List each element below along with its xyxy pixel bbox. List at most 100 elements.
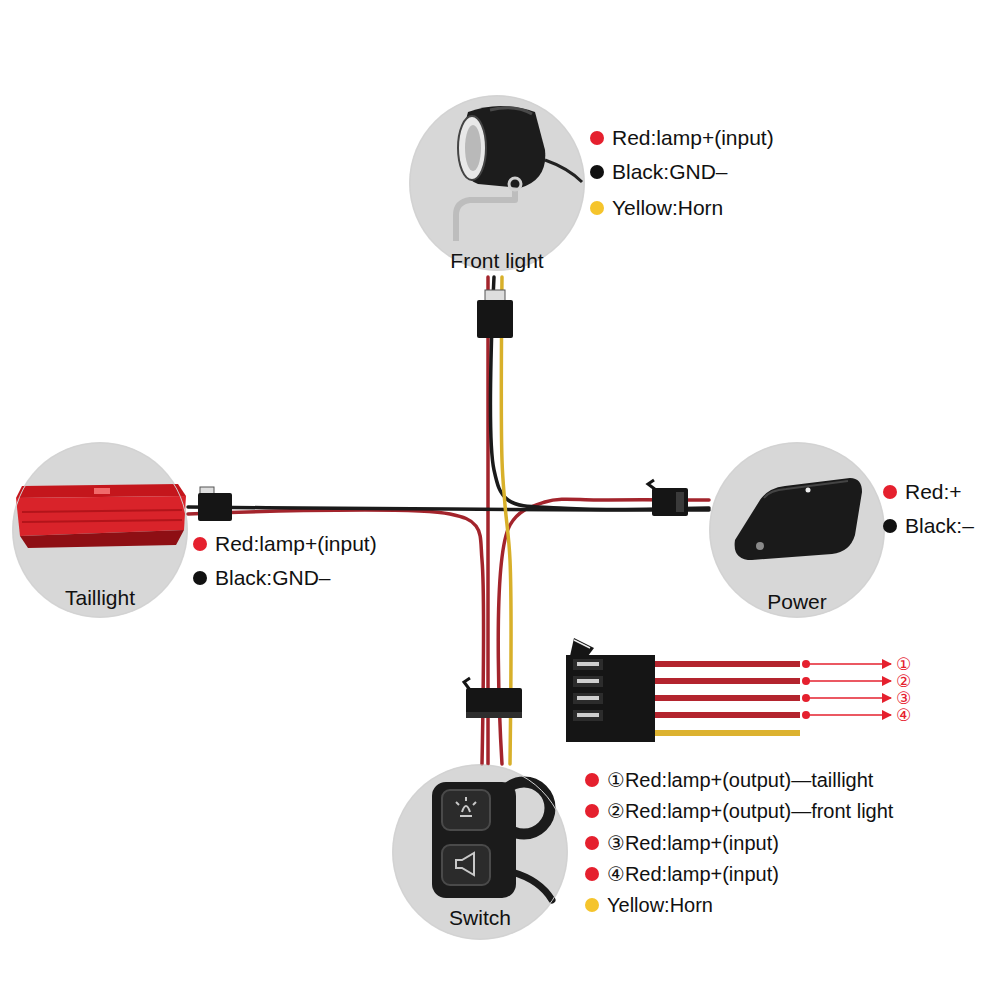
reflector-glint — [94, 488, 110, 494]
reflector-top — [16, 484, 186, 498]
plug-housing — [198, 493, 232, 521]
wire-description: Red:+ — [905, 480, 962, 504]
wire-description: Red:lamp+(input) — [215, 532, 377, 556]
wire-color-key: ③Red:lamp+(input) — [585, 831, 779, 855]
switch-cable — [512, 872, 552, 900]
photo-disk — [392, 764, 568, 940]
wire-color-key: Red:lamp+(input) — [590, 126, 774, 150]
red-wire — [650, 678, 800, 684]
plug-housing — [652, 488, 688, 516]
color-dot — [585, 836, 599, 850]
plug-housing — [477, 300, 513, 338]
wire-color-key: ④Red:lamp+(input) — [585, 862, 779, 886]
color-dot — [585, 898, 599, 912]
wire-color-key: ①Red:lamp+(output)—taillight — [585, 768, 873, 792]
component-circle: Switch — [392, 764, 568, 940]
color-dot — [585, 867, 599, 881]
red-wire — [650, 712, 800, 718]
wire-description: ④Red:lamp+(input) — [607, 862, 779, 886]
color-dot — [590, 201, 604, 215]
wire-description: ①Red:lamp+(output)—taillight — [607, 768, 873, 792]
harness-wire — [498, 499, 709, 764]
component-circle: Front light — [409, 95, 585, 277]
callout-arrows — [808, 664, 891, 715]
color-dot — [193, 571, 207, 585]
color-dot — [585, 804, 599, 818]
reflector-face — [16, 496, 186, 536]
plug-housing — [466, 688, 522, 718]
lamp-cable — [545, 160, 582, 182]
color-dot — [883, 485, 897, 499]
closeup-wires — [650, 664, 800, 733]
wire-description: Black:– — [905, 514, 974, 538]
latch-edge — [574, 640, 590, 648]
wire-description: ②Red:lamp+(output)—front light — [607, 799, 893, 823]
wire-description: Yellow:Horn — [607, 893, 713, 917]
reflector-ridge — [22, 520, 182, 522]
battery-highlight — [764, 481, 848, 498]
lamp-highlight — [490, 108, 532, 114]
component-name: Power — [709, 590, 885, 614]
wire-description: ③Red:lamp+(input) — [607, 831, 779, 855]
harness-wire — [490, 277, 709, 509]
yellow-wire — [650, 730, 800, 736]
connector-closeup — [566, 638, 891, 742]
component-circle: Power — [709, 442, 885, 618]
wire-color-key: Yellow:Horn — [590, 196, 723, 220]
callout-number: ③ — [896, 689, 911, 707]
horn-icon — [456, 853, 474, 875]
color-dot — [590, 131, 604, 145]
closeup-latch — [570, 638, 594, 656]
light-button — [442, 790, 490, 830]
callout-number: ④ — [896, 706, 911, 724]
wire-end-dots — [802, 660, 810, 719]
lamp-body — [458, 106, 545, 188]
harness-wire — [188, 507, 709, 510]
photo-disk — [709, 442, 885, 618]
plug-collar — [676, 492, 684, 512]
taillight-picture — [16, 484, 186, 548]
wire-color-key: Black:GND– — [590, 160, 728, 184]
wire-color-key: ②Red:lamp+(output)—front light — [585, 799, 893, 823]
color-dot — [585, 773, 599, 787]
color-dot — [193, 537, 207, 551]
harness-wire — [188, 510, 484, 764]
color-dot — [590, 165, 604, 179]
wire-color-key: Yellow:Horn — [585, 893, 713, 917]
wire-color-key: Red:+ — [883, 480, 962, 504]
battery-body — [735, 478, 862, 560]
light-icon — [456, 797, 476, 816]
photo-disk — [12, 442, 188, 618]
color-dot — [883, 519, 897, 533]
plug-collar — [466, 712, 522, 718]
component-name: Taillight — [12, 586, 188, 610]
wire-description: Black:GND– — [215, 566, 331, 590]
callout-number: ① — [896, 655, 911, 673]
lamp-lens-inner — [465, 125, 481, 171]
lamp-bracket — [456, 186, 515, 241]
switch-picture — [432, 782, 552, 900]
reflector-lip — [20, 530, 184, 548]
wire-color-key: Black:GND– — [193, 566, 331, 590]
component-name: Switch — [392, 906, 568, 930]
component-circle: Taillight — [12, 442, 188, 618]
closeup-pins — [573, 659, 603, 721]
lamp-lens — [458, 116, 486, 180]
battery-lock — [756, 542, 764, 550]
closeup-housing — [566, 655, 655, 742]
component-name: Front light — [409, 249, 585, 273]
wire-description: Yellow:Horn — [612, 196, 723, 220]
reflector-ridge — [22, 510, 182, 512]
horn-button — [442, 845, 490, 885]
circle-outline — [409, 95, 585, 271]
front-plug — [477, 290, 513, 338]
red-wire — [650, 661, 800, 667]
battery-led — [806, 488, 811, 493]
wire-color-key: Black:– — [883, 514, 974, 538]
photo-disk — [409, 95, 585, 271]
power-plug — [648, 480, 688, 516]
wire-description: Black:GND– — [612, 160, 728, 184]
